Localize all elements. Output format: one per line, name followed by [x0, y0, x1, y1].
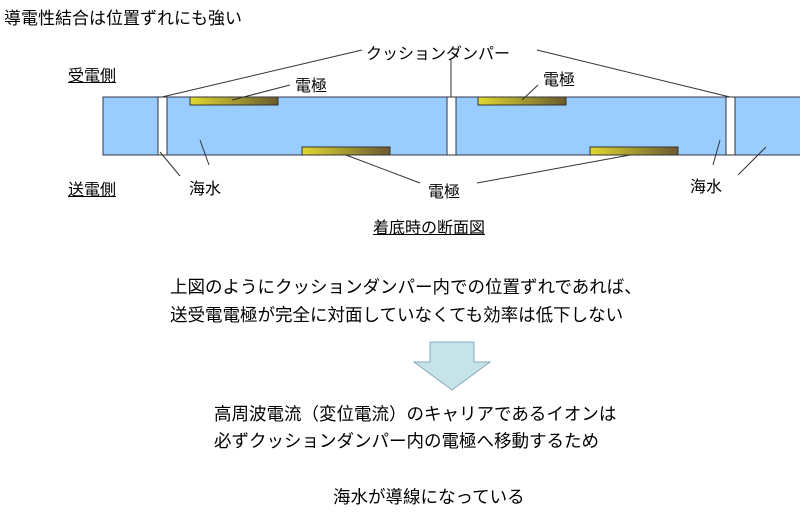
explanation-2: 高周波電流（変位電流）のキャリアであるイオンは 必ずクッションダンパー内の電極へ…: [214, 402, 616, 456]
cushion-damper-left: [157, 96, 168, 156]
electrode-label-1: 電極: [295, 76, 328, 95]
electrode-label-3: 電極: [428, 182, 461, 201]
caption: 着底時の断面図: [373, 218, 486, 237]
down-arrow-icon: [412, 341, 492, 391]
seawater-label-left: 海水: [189, 179, 222, 198]
cushion-damper-middle: [446, 96, 457, 156]
electrode-receive-2: [477, 96, 567, 106]
page-title: 導電性結合は位置ずれにも強い: [4, 9, 242, 29]
leader-lines: [159, 49, 767, 184]
conclusion: 海水が導線になっている: [333, 488, 525, 508]
electrode-send-2: [589, 146, 679, 156]
explanation-1-line-2: 送受電電極が完全に対面していなくても効率は低下しない: [170, 306, 624, 326]
explanation-1: 上図のようにクッションダンパー内での位置ずれであれば、 送受電電極が完全に対面し…: [170, 274, 642, 330]
send-side-label: 送電側: [68, 180, 117, 199]
electrode-receive-1: [189, 96, 279, 106]
electrode-label-2: 電極: [543, 70, 576, 89]
seawater-label-right: 海水: [690, 177, 723, 196]
electrode-send-1: [301, 146, 391, 156]
explanation-1-line-1: 上図のようにクッションダンパー内での位置ずれであれば、: [170, 278, 642, 298]
explanation-2-line-1: 高周波電流（変位電流）のキャリアであるイオンは: [214, 405, 617, 425]
explanation-2-line-2: 必ずクッションダンパー内の電極へ移動するため: [214, 432, 599, 452]
cushion-damper-label: クッションダンパー: [366, 44, 511, 63]
receive-side-label: 受電側: [68, 66, 117, 85]
cushion-damper-right: [725, 96, 736, 156]
